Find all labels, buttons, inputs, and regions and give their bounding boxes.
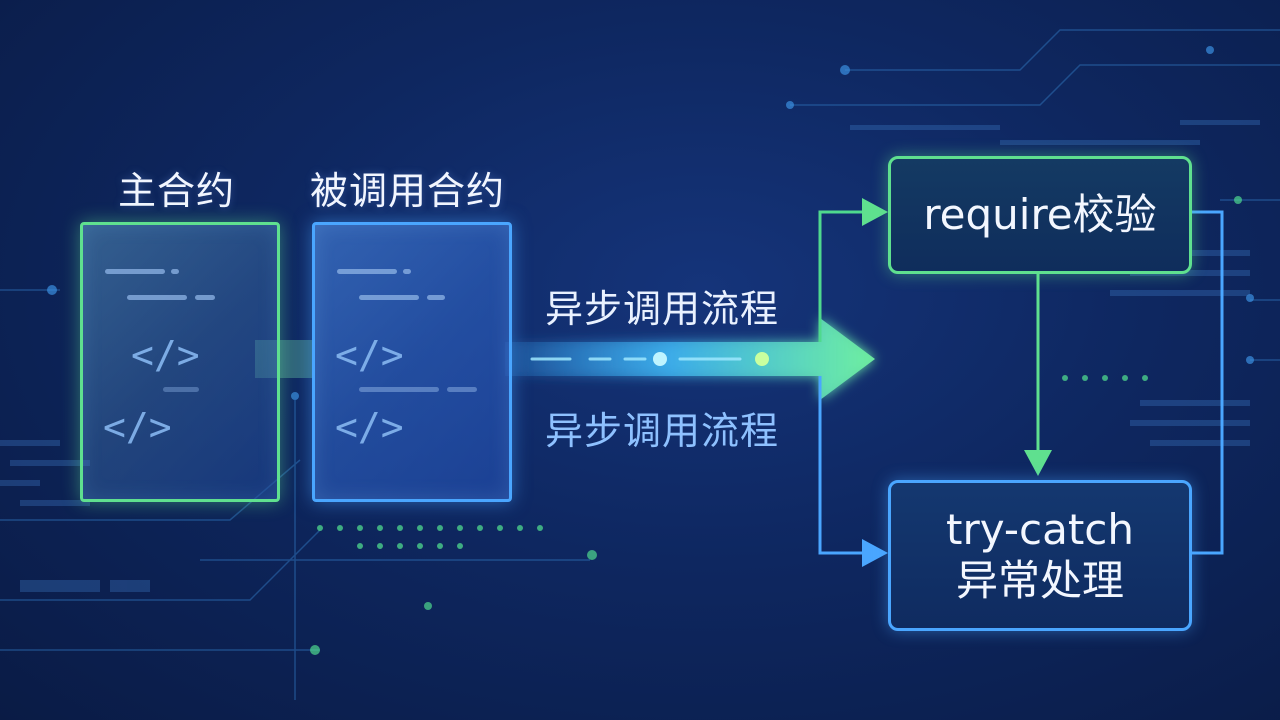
flow-label-bottom: 异步调用流程 (545, 409, 780, 453)
require-check-label: require校验 (923, 189, 1157, 239)
called-contract-label: 被调用合约 (310, 169, 506, 213)
code-line (105, 269, 165, 274)
code-line (359, 295, 419, 300)
exception-handling-label: 异常处理 (955, 555, 1124, 605)
code-line (163, 387, 199, 392)
code-line (195, 295, 215, 300)
code-icon: </> (335, 405, 404, 449)
code-line (171, 269, 179, 274)
code-icon: </> (335, 333, 404, 377)
flow-label-top: 异步调用流程 (545, 287, 780, 331)
try-catch-label: try-catch (945, 505, 1134, 555)
code-icon: </> (131, 333, 200, 377)
code-line (337, 269, 397, 274)
code-line (359, 387, 439, 392)
code-line (447, 387, 477, 392)
main-contract-card: </> </> (80, 222, 280, 502)
code-icon: </> (103, 405, 172, 449)
try-catch-node: try-catch 异常处理 (888, 480, 1192, 631)
code-line (127, 295, 187, 300)
require-check-node: require校验 (888, 156, 1192, 274)
called-contract-card: </> </> (312, 222, 512, 502)
main-contract-label: 主合约 (118, 169, 236, 213)
code-line (427, 295, 445, 300)
code-line (403, 269, 411, 274)
